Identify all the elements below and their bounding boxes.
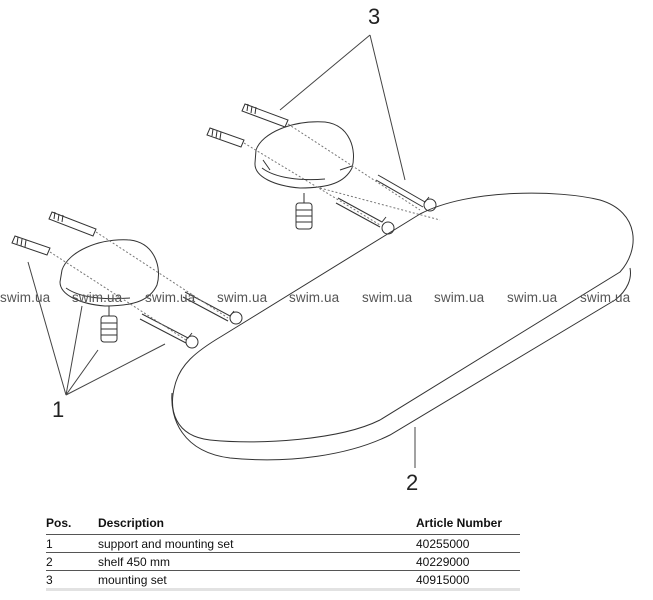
lower-support (11, 211, 243, 349)
cell-description: shelf 450 mm (98, 552, 416, 571)
parts-table: Pos. Description Article Number 1 suppor… (46, 512, 520, 591)
table-row: 3 mounting set 40915000 (46, 570, 520, 591)
lower-dowel-2 (11, 235, 51, 256)
watermark: swim.ua (217, 290, 268, 305)
position-label-2: 2 (406, 470, 419, 495)
watermark: swim.ua (507, 290, 558, 305)
shelf-edge-thickness (171, 267, 631, 461)
header-pos: Pos. (46, 512, 98, 535)
watermark: swim.ua (434, 290, 485, 305)
watermark: swim.ua (145, 290, 196, 305)
leader-lines (27, 34, 416, 468)
watermark: swim.ua (362, 290, 413, 305)
watermark: swim.ua (72, 290, 123, 305)
table-row: 1 support and mounting set 40255000 (46, 534, 520, 553)
cell-pos: 2 (46, 552, 98, 571)
watermark: swim.ua (580, 290, 631, 305)
cell-article-number: 40915000 (416, 570, 520, 591)
position-label-1: 1 (52, 397, 65, 422)
watermark: swim.ua (289, 290, 340, 305)
header-article-number: Article Number (416, 512, 520, 535)
position-label-3: 3 (368, 4, 381, 29)
cell-pos: 1 (46, 534, 98, 553)
table-row: 2 shelf 450 mm 40229000 (46, 552, 520, 571)
shelf-part-2 (171, 192, 634, 461)
table-header-row: Pos. Description Article Number (46, 512, 520, 535)
upper-support (206, 103, 441, 235)
cell-article-number: 40255000 (416, 534, 520, 553)
lower-plug (100, 306, 118, 343)
exploded-drawing (11, 34, 634, 468)
upper-screw-1 (375, 174, 437, 212)
upper-dowel-2 (206, 127, 245, 148)
cell-pos: 3 (46, 570, 98, 591)
lower-screw-2 (139, 313, 199, 349)
watermark: swim.ua (0, 290, 51, 305)
upper-dowel-1 (241, 103, 289, 128)
header-description: Description (98, 512, 416, 535)
cell-description: mounting set (98, 570, 416, 591)
shelf-top-outline (172, 192, 634, 443)
cell-description: support and mounting set (98, 534, 416, 553)
upper-screw-2 (335, 197, 395, 235)
cell-article-number: 40229000 (416, 552, 520, 571)
lower-dowel-1 (48, 211, 97, 237)
upper-plug (295, 193, 313, 230)
